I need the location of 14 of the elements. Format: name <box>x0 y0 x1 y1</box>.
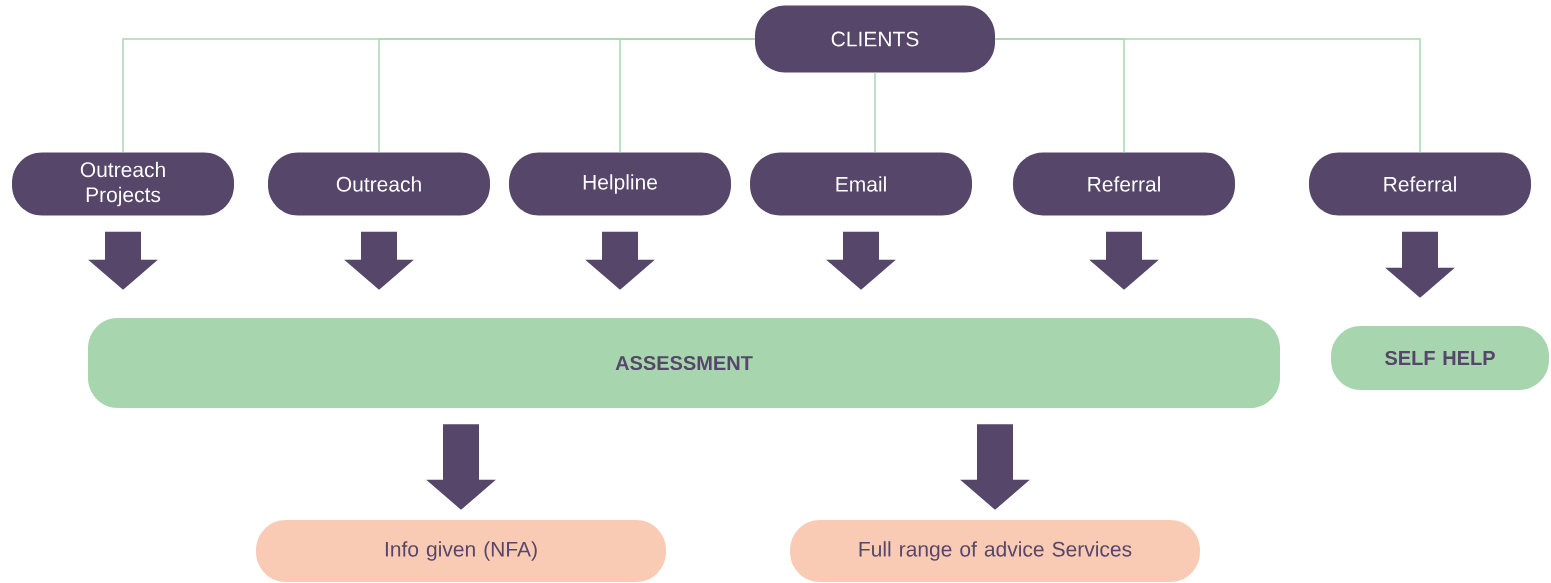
connector-line <box>874 71 876 154</box>
outcome-box: Info given (NFA) <box>256 520 666 582</box>
stage-box: SELF HELP <box>1331 326 1549 390</box>
outcome-box: Full range of advice Services <box>790 520 1200 582</box>
channel-box: Helpline <box>509 152 731 216</box>
channel-box: Outreach <box>268 152 490 216</box>
channel-box: Referral <box>1309 152 1531 216</box>
connector-line <box>619 38 756 154</box>
client-box: CLIENTS <box>755 5 995 73</box>
channel-box: Outreach Projects <box>12 152 234 216</box>
connector-line <box>994 38 1421 154</box>
channel-box: Email <box>750 152 972 216</box>
channel-box: Referral <box>1013 152 1235 216</box>
stage-box: ASSESSMENT <box>88 318 1280 408</box>
